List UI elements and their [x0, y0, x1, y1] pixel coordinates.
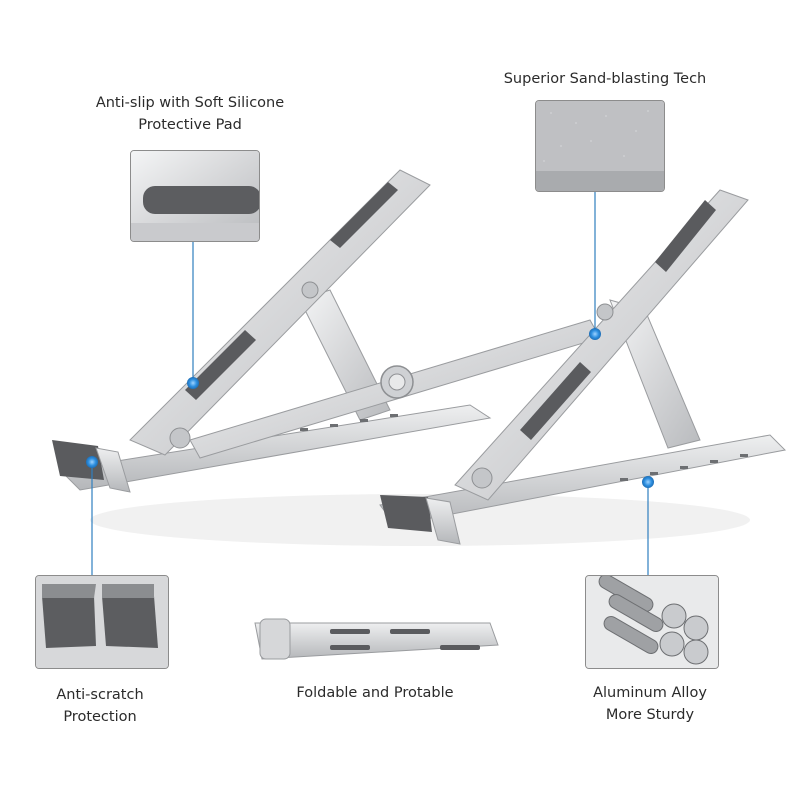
inset-aluminum-rods: [585, 575, 719, 669]
connecting-crossbar: [189, 319, 601, 459]
label-anti-scratch-line1: Anti-scratch: [56, 687, 144, 703]
label-anti-slip-line1: Anti-slip with Soft Silicone: [95, 95, 285, 111]
label-sand-blasting-line1: Superior Sand-blasting Tech: [503, 71, 707, 87]
callout-leaders: [91, 192, 649, 578]
label-foldable: Foldable and Protable: [265, 682, 485, 704]
inset-anti-scratch-feet: [35, 575, 169, 669]
callout-dot-anti-scratch: [86, 456, 98, 468]
right-stand-unit: [379, 189, 787, 545]
label-anti-scratch: Anti-scratch Protection: [20, 684, 180, 728]
callout-dot-anti-slip: [187, 377, 199, 389]
label-anti-slip-line2: Protective Pad: [138, 117, 242, 133]
inset-sand-blasting-texture: [535, 100, 665, 192]
label-aluminum-line1: Aluminum Alloy: [593, 685, 707, 701]
label-aluminum: Aluminum Alloy More Sturdy: [565, 682, 735, 726]
label-sand-blasting: Superior Sand-blasting Tech: [485, 68, 725, 90]
label-anti-slip: Anti-slip with Soft Silicone Protective …: [80, 92, 300, 136]
folded-stand-image: [250, 615, 500, 665]
left-stand-unit: [52, 169, 492, 493]
label-foldable-line1: Foldable and Protable: [296, 685, 454, 701]
inset-silicone-pad: [130, 150, 260, 242]
callout-dot-sand-blasting: [589, 328, 601, 340]
callout-dot-aluminum: [642, 476, 654, 488]
label-aluminum-line2: More Sturdy: [605, 707, 695, 723]
label-anti-scratch-line2: Protection: [63, 709, 137, 725]
